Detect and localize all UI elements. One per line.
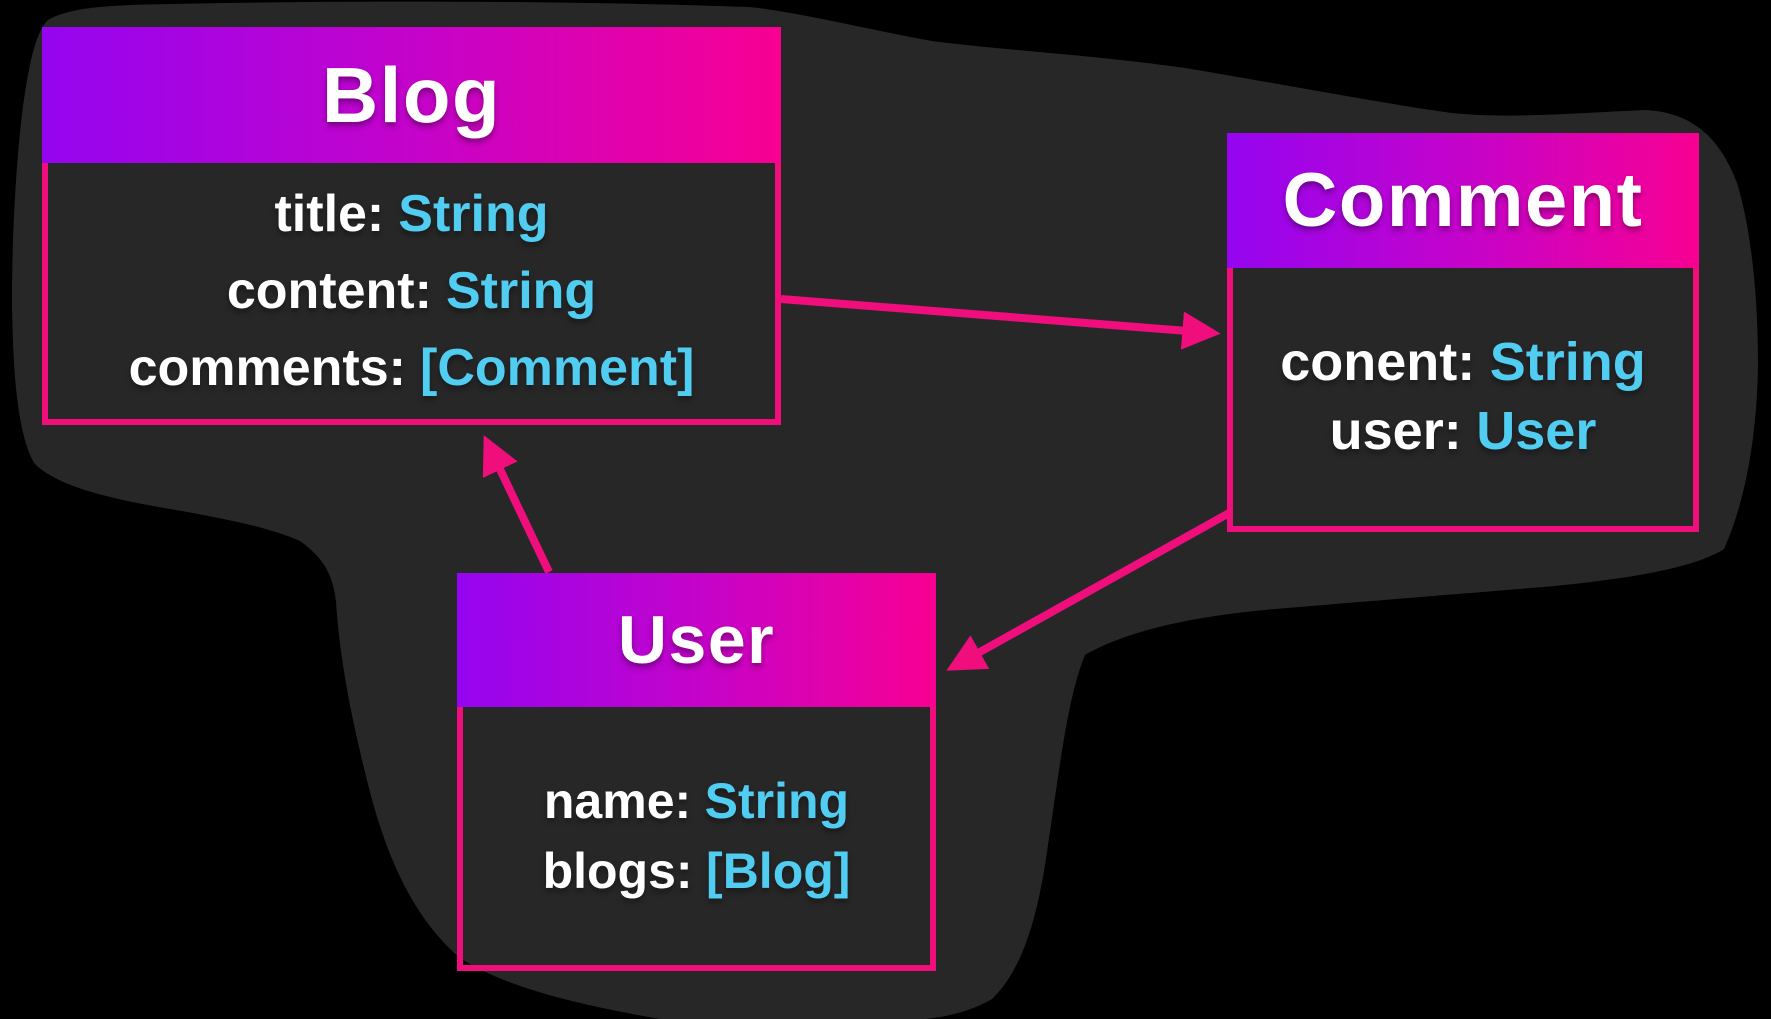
field-type: String (398, 184, 549, 243)
arrow-comment-to-user (946, 508, 1233, 671)
entity-blog: Blog title: String content: String comme… (42, 27, 781, 425)
arrow-user-to-blog (482, 435, 553, 574)
field-row: conent: String (1280, 328, 1646, 397)
entity-comment-fields: conent: String user: User (1227, 268, 1699, 532)
entity-comment-header: Comment (1227, 133, 1699, 268)
field-row: content: String (227, 253, 596, 330)
field-name: name: (543, 773, 692, 829)
field-row: user: User (1330, 397, 1597, 466)
arrow-blog-to-comment (780, 295, 1221, 350)
field-row: comments: [Comment] (129, 330, 695, 407)
entity-user-header: User (457, 573, 936, 707)
field-type: String (704, 773, 850, 829)
field-name: user: (1329, 401, 1462, 461)
entity-blog-fields: title: String content: String comments: … (42, 163, 781, 425)
field-type: String (1489, 332, 1646, 392)
entity-user-fields: name: String blogs: [Blog] (457, 707, 936, 971)
entity-comment: Comment conent: String user: User (1227, 133, 1699, 532)
field-row: name: String (544, 766, 849, 836)
field-type: User (1476, 401, 1597, 461)
entity-blog-title: Blog (321, 50, 502, 139)
entity-comment-title: Comment (1282, 158, 1644, 243)
field-type: [Blog] (706, 843, 851, 899)
field-row: title: String (274, 176, 548, 253)
field-type: [Comment] (420, 338, 695, 397)
field-name: content: (226, 261, 432, 320)
field-name: title: (274, 184, 385, 243)
field-name: blogs: (542, 843, 693, 899)
entity-user-title: User (617, 602, 776, 678)
entity-user: User name: String blogs: [Blog] (457, 573, 936, 971)
field-name: conent: (1280, 332, 1476, 392)
entity-blog-header: Blog (42, 27, 781, 163)
field-name: comments: (128, 338, 406, 397)
field-row: blogs: [Blog] (543, 836, 851, 906)
field-type: String (445, 261, 597, 320)
